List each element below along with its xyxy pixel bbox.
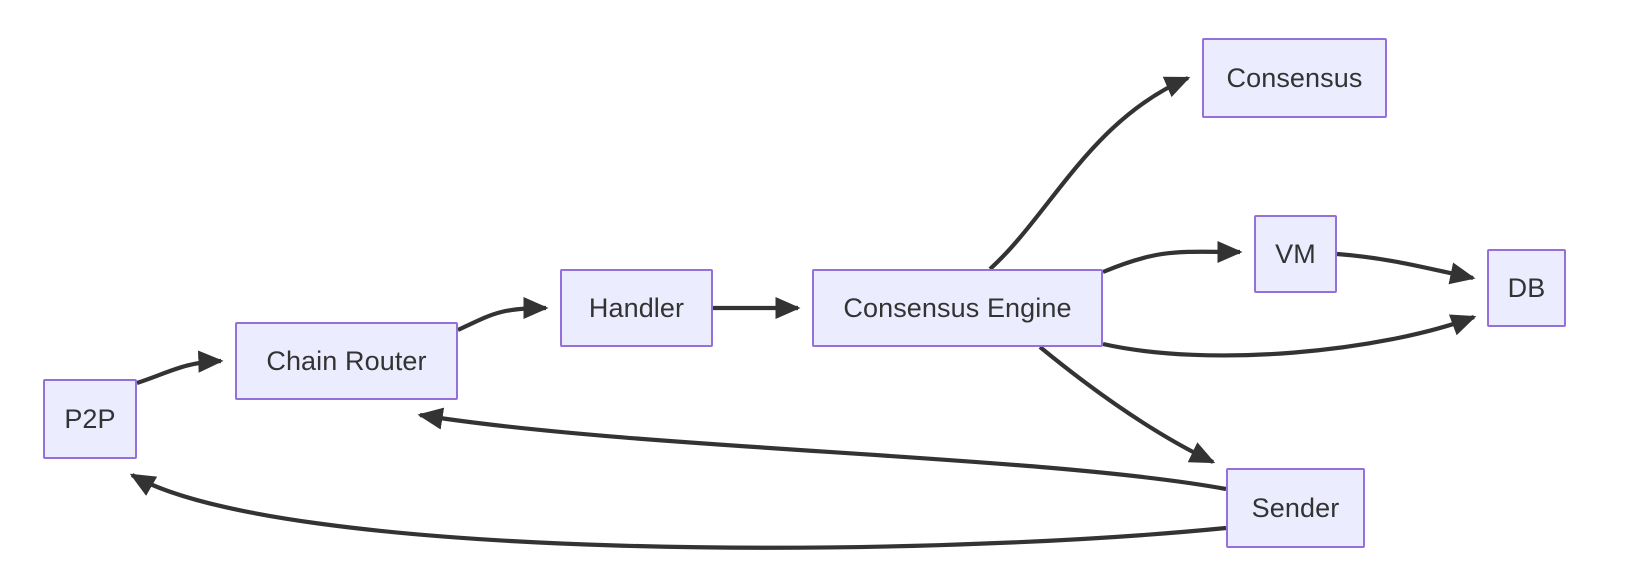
node-sender[interactable]: Sender xyxy=(1226,468,1365,548)
edge-chain-router-to-handler xyxy=(457,296,549,332)
node-label-handler: Handler xyxy=(588,292,685,323)
edge-p2p-to-chain-router xyxy=(136,350,224,385)
node-label-db: DB xyxy=(1507,272,1546,303)
node-consensus-engine[interactable]: Consensus Engine xyxy=(812,269,1103,347)
node-consensus[interactable]: Consensus xyxy=(1202,38,1387,118)
node-chain-router[interactable]: Chain Router xyxy=(235,322,458,400)
node-label-sender: Sender xyxy=(1251,492,1340,523)
edge-sender-to-p2p xyxy=(129,473,1227,550)
node-label-p2p: P2P xyxy=(64,403,116,434)
edge-sender-to-chain-router xyxy=(417,407,1227,492)
node-db[interactable]: DB xyxy=(1487,249,1566,327)
node-label-consensus: Consensus xyxy=(1226,62,1363,93)
node-vm[interactable]: VM xyxy=(1254,215,1337,293)
edge-consensus-engine-to-consensus xyxy=(988,76,1191,271)
edge-vm-to-db xyxy=(1336,251,1476,285)
node-label-consensus-engine: Consensus Engine xyxy=(843,292,1072,323)
edge-consensus-engine-to-vm xyxy=(1102,240,1243,274)
node-handler[interactable]: Handler xyxy=(560,269,713,347)
node-label-chain-router: Chain Router xyxy=(266,345,427,376)
edge-consensus-engine-to-sender xyxy=(1038,345,1216,464)
node-label-vm: VM xyxy=(1275,238,1316,269)
edge-consensus-engine-to-db xyxy=(1102,314,1477,358)
node-p2p[interactable]: P2P xyxy=(43,379,137,459)
